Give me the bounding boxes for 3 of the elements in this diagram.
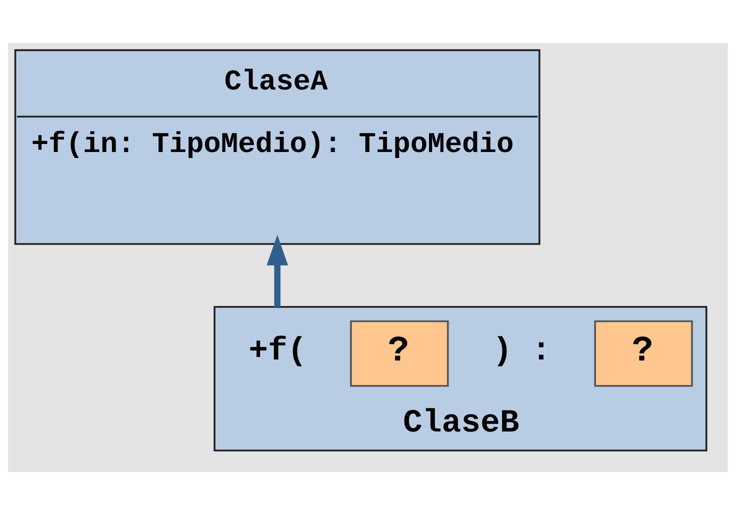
node-box: ? [594,320,693,387]
node-box: ? [350,320,449,387]
arrow [266,234,288,307]
